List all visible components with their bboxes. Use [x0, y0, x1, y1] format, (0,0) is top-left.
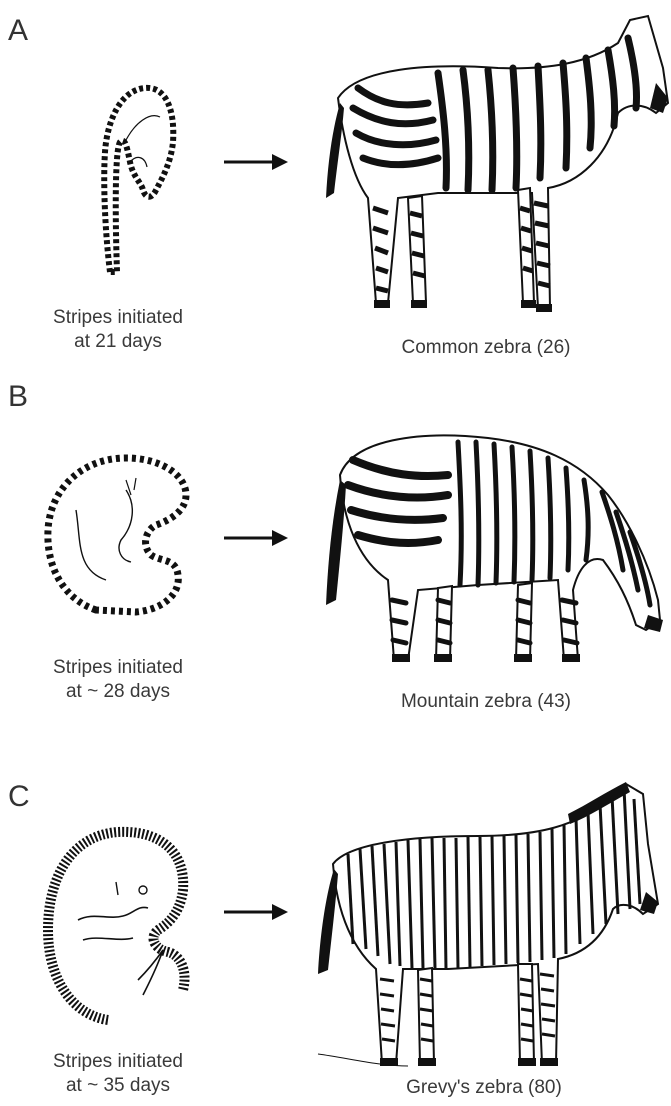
common-zebra-illustration: [318, 8, 668, 318]
embryo-caption: Stripes initiated at 21 days: [18, 306, 218, 354]
zebra-caption: Mountain zebra (43): [336, 690, 636, 714]
panel-c: C: [0, 730, 671, 1106]
mountain-zebra-illustration: [318, 420, 668, 670]
embryo-illustration: [38, 820, 198, 1030]
embryo-illustration: [75, 82, 195, 282]
embryo-illustration: [36, 450, 196, 630]
embryo-caption: Stripes initiated at ~ 28 days: [18, 656, 218, 704]
arrow-icon: [224, 152, 288, 172]
zebra-caption: Grevy's zebra (80): [334, 1076, 634, 1100]
panel-letter: A: [8, 14, 28, 48]
embryo-caption: Stripes initiated at ~ 35 days: [18, 1050, 218, 1098]
arrow-icon: [224, 528, 288, 548]
arrow-icon: [224, 902, 288, 922]
panel-b: B: [0, 370, 671, 730]
panel-letter: B: [8, 380, 28, 414]
grevys-zebra-illustration: [308, 774, 658, 1074]
panel-letter: C: [8, 780, 30, 814]
zebra-caption: Common zebra (26): [336, 336, 636, 360]
panel-a: A: [0, 0, 671, 370]
